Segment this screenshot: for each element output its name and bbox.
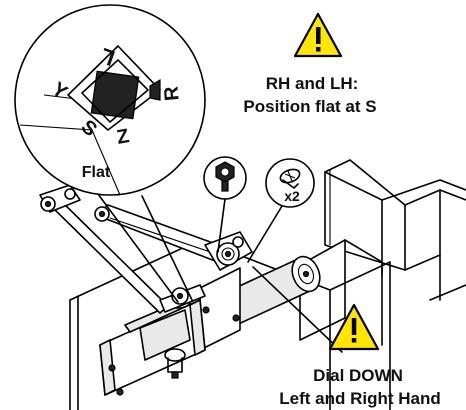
dial-detail-callout: L R Y S Z Flat (14, 4, 206, 303)
phillips-screw-leader (247, 205, 283, 263)
warning-top: RH and LH: Position flat at S (243, 12, 377, 116)
warning-bottom-line2: Left and Right Hand (279, 389, 440, 408)
dial-down-leader (252, 266, 343, 353)
warning-triangle-icon (293, 12, 343, 58)
door-closer-body (99, 255, 321, 396)
closer-arm-assembly (39, 184, 253, 314)
warning-bottom: Dial DOWN Left and Right Hand (279, 303, 441, 408)
flat-label: Flat (82, 164, 111, 181)
hex-screw-leader (217, 198, 226, 253)
dial-letter-r: R (160, 85, 183, 102)
screw-quantity-label: x2 (284, 188, 300, 204)
hex-screw-icon (215, 161, 235, 192)
phillips-screw-callout: x2 (265, 158, 315, 208)
phillips-screw-icon (279, 168, 301, 189)
warning-top-line2: Position flat at S (243, 97, 376, 116)
adjustment-dial (67, 45, 161, 131)
warning-bottom-line1: Dial DOWN (313, 366, 403, 385)
hex-screw-callout (203, 156, 247, 200)
warning-top-line1: RH and LH: (266, 74, 359, 93)
dial-letter-z: Z (115, 125, 131, 149)
warning-triangle-icon (328, 303, 380, 351)
